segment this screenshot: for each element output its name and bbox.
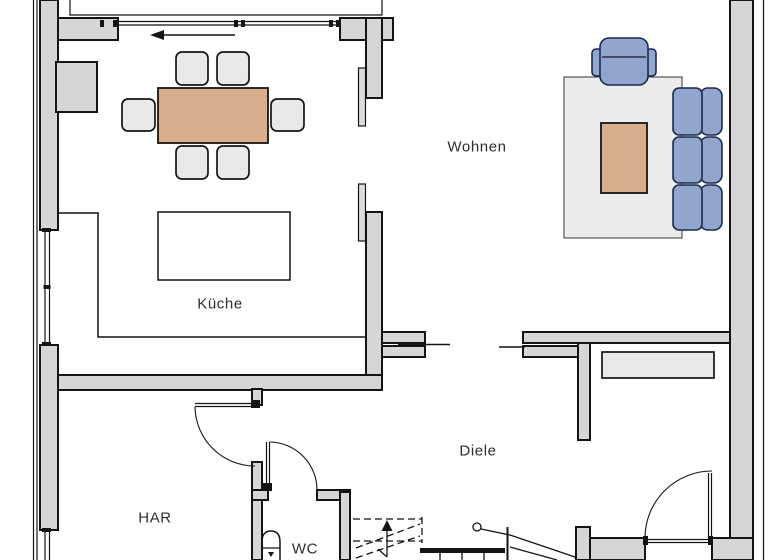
living-divider-wall-upper [365, 17, 383, 99]
window-left-upper [42, 228, 51, 346]
sofa-seat-cushion [672, 136, 703, 184]
sliding-panel-upper [357, 67, 367, 127]
slide-direction-arrow [150, 30, 235, 40]
living-divider-wall-lower [365, 211, 383, 391]
diele-north-wall [522, 331, 731, 344]
right-wall [729, 0, 754, 560]
kitchen-island [157, 211, 291, 281]
top-wall-stub-left [57, 17, 119, 41]
entry-wall-block [575, 526, 591, 560]
window-left-lower [42, 528, 51, 560]
har-wc-wall [251, 461, 263, 560]
kitchen-south-wall [57, 374, 383, 391]
sofa-backrest [699, 136, 723, 184]
coffee-table [600, 122, 648, 194]
dining-chair [270, 98, 305, 132]
room-label-wc: WC [291, 540, 319, 558]
room-label-diele: Diele [459, 442, 497, 460]
stair-direction-arrow [381, 520, 393, 531]
stairs [353, 517, 577, 560]
sofa-backrest [699, 184, 723, 231]
stair-south-edge [420, 548, 505, 553]
toilet-flush-mark [268, 552, 274, 557]
diele-pocket-stub [522, 345, 583, 358]
entrance-door [643, 470, 713, 545]
dining-chair [175, 51, 209, 86]
room-label-wohnen: Wohnen [447, 138, 507, 156]
left-wall-lower [39, 344, 59, 531]
room-label-har: HAR [138, 509, 172, 527]
dining-chair [121, 98, 156, 132]
sofa-backrest [699, 87, 723, 136]
left-wall-upper [39, 0, 59, 231]
terrace-recess-outline [69, 0, 383, 16]
pocket-door-stub-upper [381, 331, 426, 344]
dining-chair [216, 145, 250, 180]
stair-newel-post [472, 522, 482, 532]
armchair [599, 37, 649, 86]
sofa-seat-cushion [672, 87, 703, 136]
stair-west-wall [339, 491, 351, 560]
room-label-kueche: Küche [197, 295, 243, 313]
dining-table [157, 87, 269, 144]
entry-wall-right [711, 537, 754, 560]
wc-north-wall-left [251, 489, 269, 501]
terrace-sliding-door [100, 20, 340, 27]
sofa-seat-cushion [672, 184, 703, 231]
har-door [194, 400, 260, 467]
entry-wall-left [589, 537, 646, 560]
wc-door [263, 441, 318, 491]
diele-west-wall [577, 342, 591, 441]
pocket-door-stub-lower [381, 345, 426, 358]
dining-chair [175, 145, 209, 180]
sliding-panel-lower [357, 183, 367, 242]
corner-pier [55, 61, 98, 113]
sideboard [601, 351, 715, 379]
dining-chair [216, 51, 250, 86]
